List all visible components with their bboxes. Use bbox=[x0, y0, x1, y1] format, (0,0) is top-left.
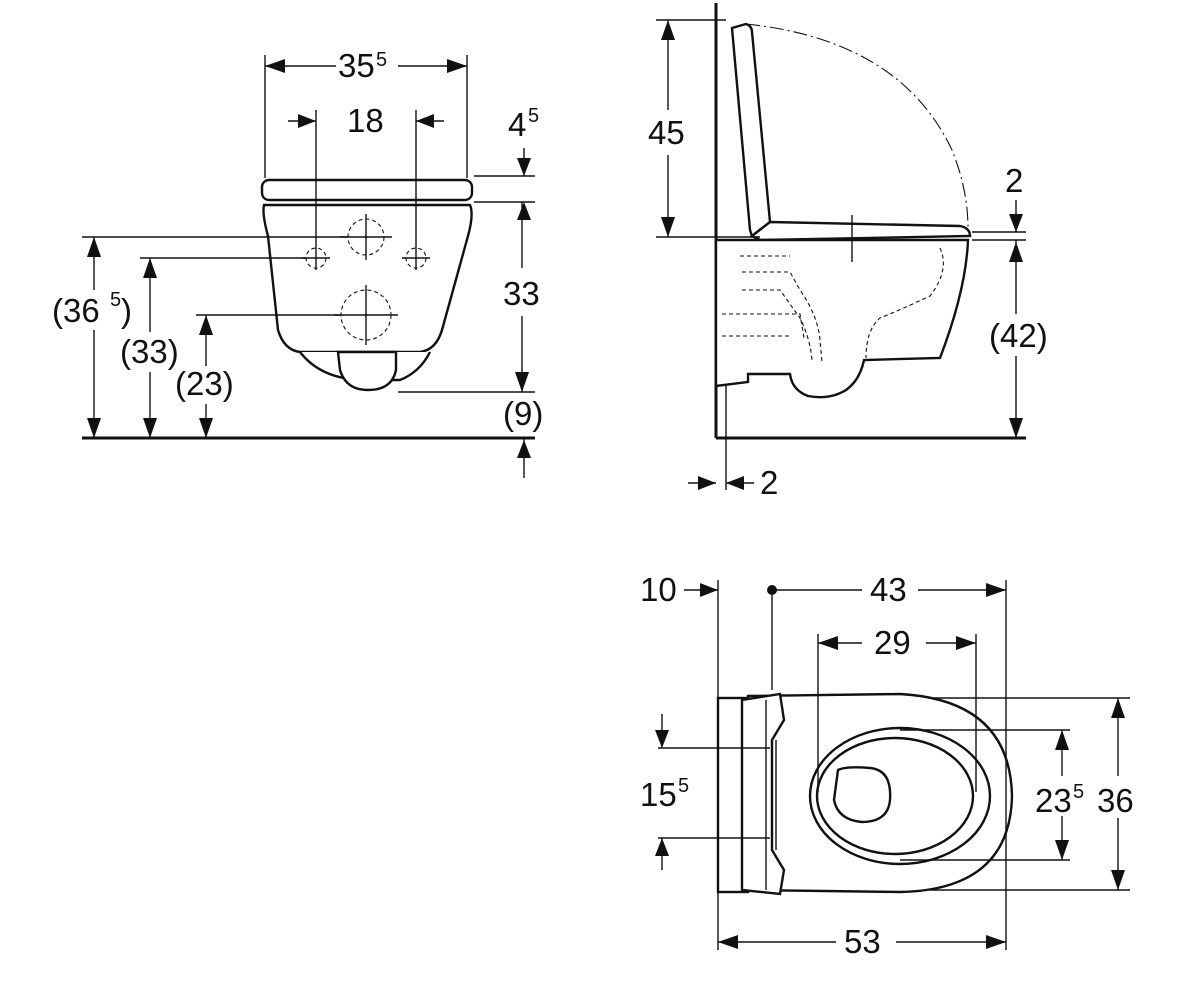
depth-to-fixing-label: 43 bbox=[870, 571, 907, 608]
bowl-inner-outline bbox=[865, 247, 944, 359]
wall-clearance-label: 10 bbox=[640, 571, 677, 608]
lower-fixing-height-label: (23) bbox=[175, 365, 234, 402]
top-view: 10 43 29 15 5 23 5 36 bbox=[640, 571, 1134, 960]
bowl-height-label: 33 bbox=[503, 275, 540, 312]
rim-height-total-sup: 5 bbox=[110, 289, 121, 311]
front-view: 35 5 18 4 5 33 (9) (36 5 ) bbox=[52, 47, 543, 478]
lid-height-label: 45 bbox=[648, 114, 685, 151]
wall-offset-label: 2 bbox=[760, 464, 778, 501]
side-view: 45 2 (42) 2 bbox=[648, 3, 1048, 501]
rim-height-total-tail: ) bbox=[121, 292, 132, 329]
bowl-front bbox=[262, 203, 473, 354]
inlet-channel bbox=[722, 313, 805, 339]
upper-fixing-height-label: (33) bbox=[120, 333, 179, 370]
opening-width-label: 23 bbox=[1035, 782, 1072, 819]
flush-channel bbox=[742, 271, 823, 363]
opening-width-sup: 5 bbox=[1073, 781, 1084, 803]
lid-swing-arc bbox=[745, 23, 969, 229]
outlet-pipe bbox=[336, 350, 398, 392]
water-area bbox=[832, 766, 892, 824]
rim-height-label: (42) bbox=[989, 317, 1048, 354]
front-fixing-spacing-label: 18 bbox=[347, 102, 384, 139]
front-width-label: 35 bbox=[338, 47, 375, 84]
fixing-spacing-top-sup: 5 bbox=[678, 775, 689, 797]
seat-gap-label: 2 bbox=[1005, 162, 1023, 199]
seat-thickness-sup: 5 bbox=[528, 105, 539, 127]
seat-thickness-label: 4 bbox=[508, 106, 526, 143]
opening-length-label: 29 bbox=[874, 624, 911, 661]
hinge-block bbox=[740, 692, 786, 896]
seat-side bbox=[749, 220, 972, 242]
fixing-spacing-top-label: 15 bbox=[640, 776, 677, 813]
total-width-label: 36 bbox=[1097, 782, 1134, 819]
lid-raised bbox=[730, 22, 772, 238]
rim-height-total-label: (36 bbox=[52, 292, 100, 329]
front-width-sup: 5 bbox=[376, 49, 387, 71]
drain-channel bbox=[742, 289, 813, 361]
total-depth-label: 53 bbox=[844, 923, 881, 960]
floor-gap-label: (9) bbox=[503, 395, 543, 432]
seat-front bbox=[260, 178, 474, 202]
bowl-side bbox=[714, 238, 970, 399]
